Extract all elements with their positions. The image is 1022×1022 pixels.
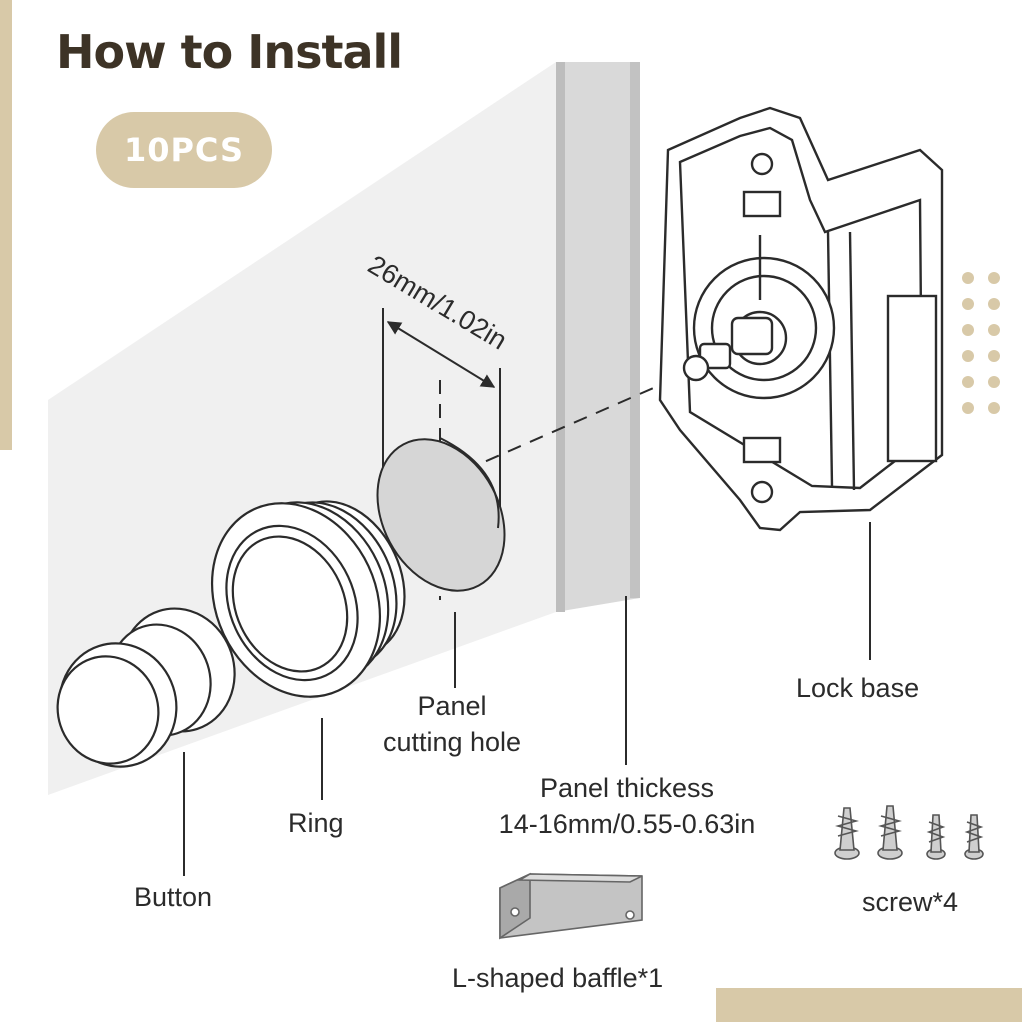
dimension-indicator [382,308,501,520]
panel-hole-label: Panel cutting hole [352,688,552,760]
l-baffle-icon [499,872,643,940]
panel-thickness-label-line2: 14-16mm/0.55-0.63in [498,809,756,839]
baffle-label: L-shaped baffle*1 [452,963,664,993]
panel-hole-label-line2: cutting hole [382,727,522,757]
panel-icon [556,62,640,612]
panel-thickness-label: Panel thickess 14-16mm/0.55-0.63in [462,770,792,842]
left-accent-bar [0,0,12,450]
panel-hole-label-line1: Panel [417,691,487,721]
screw-icon [834,805,984,860]
quantity-badge: 10PCS [96,112,272,188]
dot-grid-icon [962,272,1000,414]
ring-icon [210,500,406,698]
ring-label: Ring [288,808,344,838]
leader-lines [183,522,871,876]
bottom-accent-bar [716,988,1022,1022]
screw-label: screw*4 [862,887,959,917]
lock-base-icon [658,106,944,532]
panel-thickness-label-line1: Panel thickess [539,773,715,803]
lock-base-label: Lock base [796,673,920,703]
page-title: How to Install [56,25,403,79]
button-icon [56,607,236,768]
button-label: Button [134,882,213,912]
